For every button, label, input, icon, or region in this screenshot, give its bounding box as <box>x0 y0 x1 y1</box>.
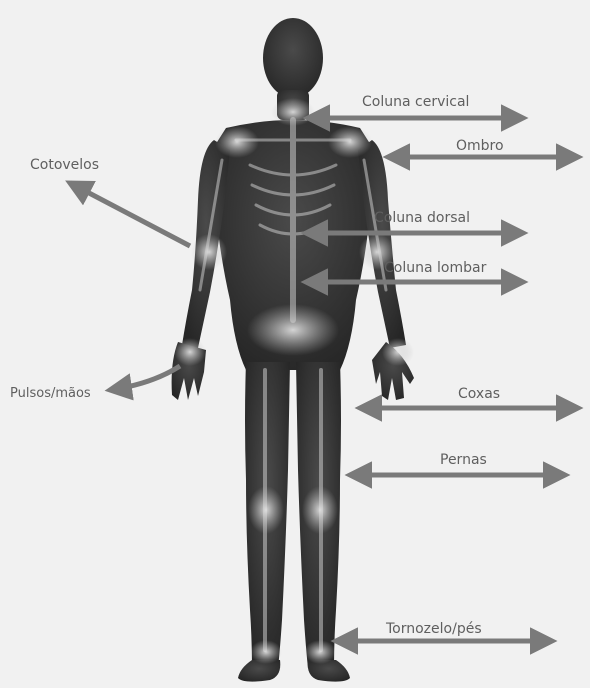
label-tornozelo-pes: Tornozelo/pés <box>386 621 482 637</box>
arrow-pulsos-maos <box>110 366 180 390</box>
label-coxas: Coxas <box>458 386 500 402</box>
label-coluna-cervical: Coluna cervical <box>362 94 469 110</box>
label-coluna-lombar: Coluna lombar <box>384 260 486 276</box>
foot-left <box>238 660 280 682</box>
label-coluna-dorsal: Coluna dorsal <box>374 210 470 226</box>
label-pulsos-maos: Pulsos/mãos <box>10 386 91 402</box>
label-ombro: Ombro <box>456 138 504 154</box>
label-pernas: Pernas <box>440 452 487 468</box>
foot-right <box>308 660 350 682</box>
head <box>263 18 323 98</box>
label-cotovelos: Cotovelos <box>30 157 99 173</box>
arrow-cotovelos <box>70 183 190 246</box>
